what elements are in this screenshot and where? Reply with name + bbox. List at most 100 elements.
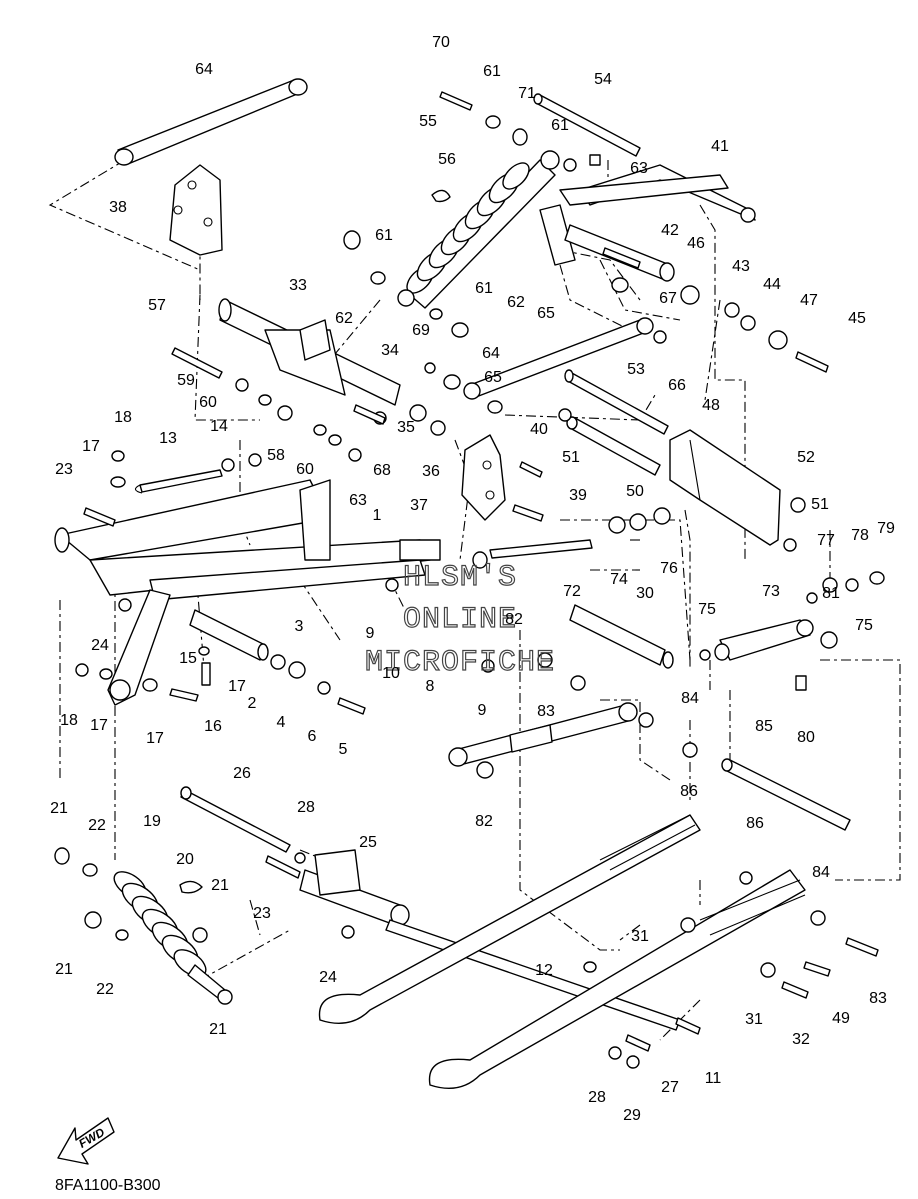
callout-64: 64 <box>482 345 500 362</box>
callout-10: 10 <box>382 665 400 682</box>
callout-33: 33 <box>289 277 307 294</box>
callout-45: 45 <box>848 310 866 327</box>
callout-61: 61 <box>375 227 393 244</box>
callout-64: 64 <box>195 61 213 78</box>
callout-4: 4 <box>277 714 286 731</box>
rod-54 <box>533 93 641 157</box>
callout-46: 46 <box>687 235 705 252</box>
callout-60: 60 <box>296 461 314 478</box>
callout-23: 23 <box>253 905 271 922</box>
callout-61: 61 <box>483 63 501 80</box>
callout-51: 51 <box>562 449 580 466</box>
callout-86: 86 <box>680 783 698 800</box>
rail-left <box>318 814 701 1024</box>
tie-rod-82 <box>448 702 638 767</box>
callout-21: 21 <box>50 800 68 817</box>
callout-35: 35 <box>397 419 415 436</box>
bolts <box>83 91 879 1052</box>
callout-54: 54 <box>594 71 612 88</box>
callout-47: 47 <box>800 292 818 309</box>
callout-26: 26 <box>233 765 251 782</box>
callout-49: 49 <box>832 1010 850 1027</box>
callout-15: 15 <box>179 650 197 667</box>
callout-52: 52 <box>797 449 815 466</box>
callout-63: 63 <box>349 492 367 509</box>
callout-5: 5 <box>339 741 348 758</box>
callout-9: 9 <box>478 702 487 719</box>
callout-48: 48 <box>702 397 720 414</box>
callout-83: 83 <box>869 990 887 1007</box>
callout-61: 61 <box>475 280 493 297</box>
callout-65: 65 <box>484 369 502 386</box>
callout-17: 17 <box>146 730 164 747</box>
rod-64-middle <box>463 317 654 400</box>
callout-63: 63 <box>630 160 648 177</box>
arm-15 <box>107 589 171 706</box>
callout-74: 74 <box>610 571 628 588</box>
callout-82: 82 <box>505 611 523 628</box>
callout-39: 39 <box>569 487 587 504</box>
callout-44: 44 <box>763 276 781 293</box>
callout-11: 11 <box>705 1070 722 1087</box>
callout-27: 27 <box>661 1079 679 1096</box>
callout-53: 53 <box>627 361 645 378</box>
shock-19 <box>113 871 226 999</box>
callout-1: 1 <box>373 507 382 524</box>
callout-36: 36 <box>422 463 440 480</box>
callout-42: 42 <box>661 222 679 239</box>
callout-6: 6 <box>308 728 317 745</box>
watermark-line-1: HLSM'S <box>403 561 517 595</box>
callout-59: 59 <box>177 372 195 389</box>
callout-22: 22 <box>96 981 114 998</box>
front-arm-33 <box>218 298 401 406</box>
callout-28: 28 <box>297 799 315 816</box>
callout-82: 82 <box>475 813 493 830</box>
callout-17: 17 <box>90 717 108 734</box>
callout-12: 12 <box>535 962 553 979</box>
callout-75: 75 <box>698 601 716 618</box>
callout-18: 18 <box>60 712 78 729</box>
callout-13: 13 <box>159 430 177 447</box>
callout-78: 78 <box>851 527 869 544</box>
callout-labels: 7061715455566163416438613362424643444745… <box>50 34 895 1124</box>
callout-24: 24 <box>91 637 109 654</box>
callout-19: 19 <box>143 813 161 830</box>
callout-22: 22 <box>88 817 106 834</box>
callout-30: 30 <box>636 585 654 602</box>
callout-20: 20 <box>176 851 194 868</box>
watermark-line-3: MICROFICHE <box>365 646 555 680</box>
callout-60: 60 <box>199 394 217 411</box>
callout-38: 38 <box>109 199 127 216</box>
rear-arm-41 <box>539 164 756 282</box>
rod-13 <box>134 469 223 494</box>
callout-21: 21 <box>55 961 73 978</box>
callout-58: 58 <box>267 447 285 464</box>
callout-18: 18 <box>114 409 132 426</box>
bracket-37 <box>461 434 506 521</box>
rod-72 <box>489 539 593 559</box>
callout-69: 69 <box>412 322 430 339</box>
rod-50 <box>566 416 661 476</box>
callout-76: 76 <box>660 560 678 577</box>
bracket-38 <box>169 164 223 256</box>
callout-40: 40 <box>530 421 548 438</box>
callout-29: 29 <box>623 1107 641 1124</box>
callout-37: 37 <box>410 497 428 514</box>
main-frame-1 <box>54 479 441 601</box>
callout-8: 8 <box>426 678 435 695</box>
callout-23: 23 <box>55 461 73 478</box>
callout-72: 72 <box>563 583 581 600</box>
callout-24: 24 <box>319 969 337 986</box>
callout-43: 43 <box>732 258 750 275</box>
callout-61: 61 <box>551 117 569 134</box>
callout-84: 84 <box>812 864 830 881</box>
fwd-arrow-icon: FWD <box>57 1117 115 1165</box>
callout-67: 67 <box>659 290 677 307</box>
rod-53 <box>564 369 669 435</box>
callout-62: 62 <box>335 310 353 327</box>
callout-62: 62 <box>507 294 525 311</box>
shaft-30 <box>569 604 674 669</box>
bolt-26 <box>180 786 291 853</box>
callout-86: 86 <box>746 815 764 832</box>
callout-16: 16 <box>204 718 222 735</box>
